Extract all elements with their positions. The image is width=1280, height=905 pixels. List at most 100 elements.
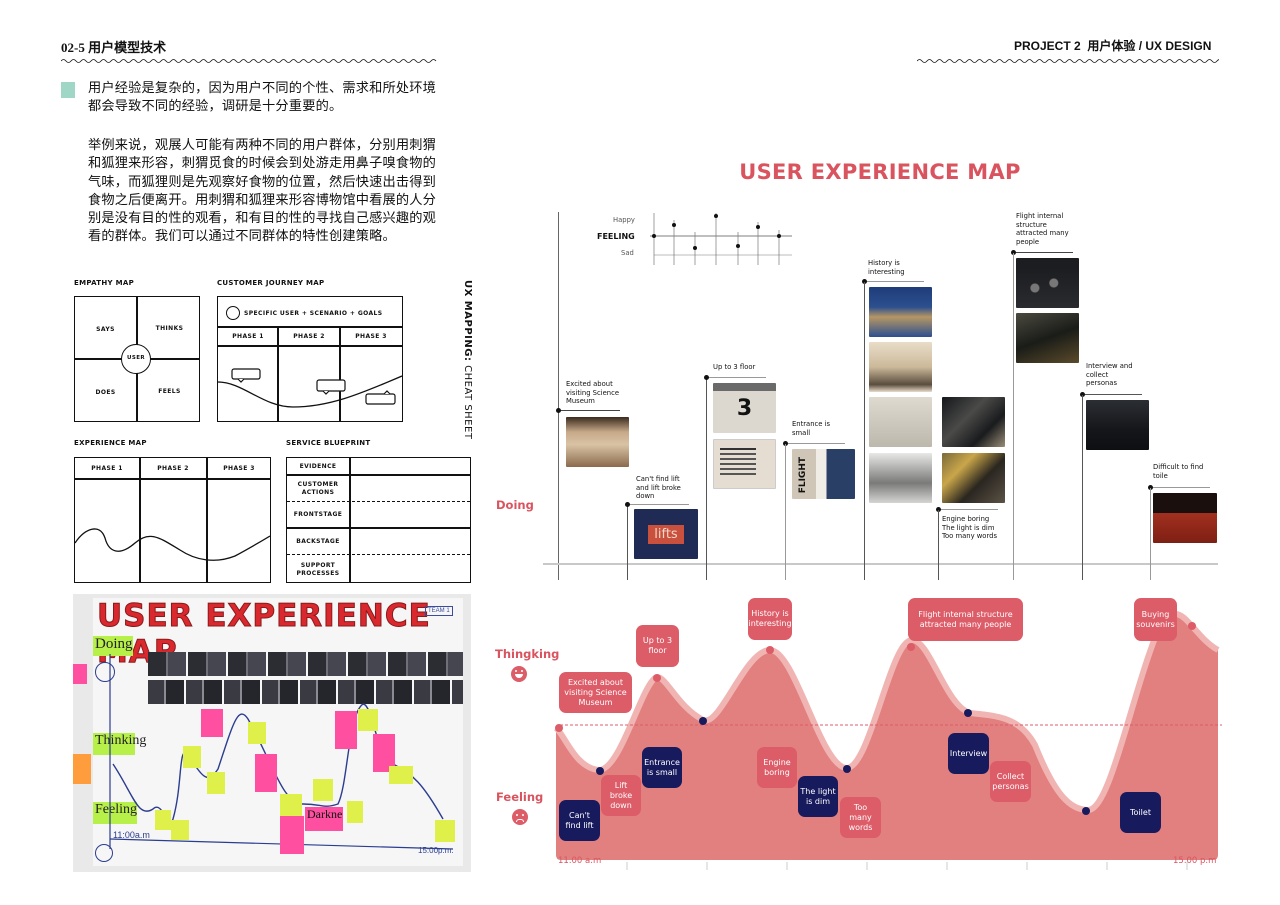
glider-image bbox=[869, 287, 932, 337]
event-dot bbox=[556, 408, 561, 413]
project-label: PROJECT 2 bbox=[1014, 39, 1081, 53]
service-blueprint-label: SERVICE BLUEPRINT bbox=[286, 439, 371, 447]
event-dot bbox=[704, 375, 709, 380]
wavy-divider-left bbox=[61, 59, 437, 63]
photo-happy-face-icon bbox=[95, 662, 115, 682]
event-marker-line bbox=[864, 281, 924, 282]
photo-sticky bbox=[280, 816, 304, 854]
event-text-engine: Engine boring The light is dim Too many … bbox=[942, 515, 997, 541]
legend-sad: Sad bbox=[621, 249, 634, 257]
ux-map-title: USER EXPERIENCE MAP bbox=[739, 160, 1021, 184]
photo-doing-note: Doing bbox=[93, 636, 133, 656]
cockpit-image-2 bbox=[1016, 313, 1079, 363]
photo-thumbnails-row-2 bbox=[148, 680, 463, 704]
cjm-curve bbox=[218, 368, 402, 408]
event-dot bbox=[1011, 250, 1016, 255]
bubble-interview: Interview bbox=[948, 733, 989, 774]
bubble-collect-personas: Collect personas bbox=[990, 761, 1031, 802]
cjm-phase-1: PHASE 1 bbox=[232, 333, 264, 340]
photo-sticky bbox=[201, 709, 223, 737]
bubble-excited: Excited about visiting Science Museum bbox=[559, 672, 632, 713]
intro-paragraph-2: 举例来说，观展人可能有两种不同的用户群体，分别用刺猬和狐狸来形容，刺猬觅食的时候… bbox=[88, 138, 437, 245]
experience-map: PHASE 1 PHASE 2 PHASE 3 bbox=[74, 457, 271, 583]
photo-sticky bbox=[280, 794, 302, 816]
em-phase-3: PHASE 3 bbox=[223, 465, 255, 472]
photo-sticky bbox=[183, 746, 201, 768]
em-phase-1: PHASE 1 bbox=[91, 465, 123, 472]
bubble-engine-boring: Engine boring bbox=[757, 747, 797, 788]
photo-sad-face-icon bbox=[95, 844, 113, 862]
sb-backstage: BACKSTAGE bbox=[296, 538, 340, 545]
event-stem bbox=[938, 510, 940, 580]
event-marker-line bbox=[1150, 487, 1210, 488]
biplane-photo-image bbox=[869, 453, 932, 503]
empathy-user: USER bbox=[126, 355, 146, 361]
wavy-divider-right bbox=[917, 59, 1219, 63]
photo-sticky bbox=[248, 722, 266, 744]
photo-sticky bbox=[335, 711, 357, 749]
cjm-header: SPECIFIC USER + SCENARIO + GOALS bbox=[244, 310, 383, 317]
event-text-up3: Up to 3 floor bbox=[713, 363, 756, 371]
event-stem bbox=[627, 505, 629, 580]
em-curve bbox=[75, 528, 270, 561]
bubble-flight: Flight internal structure attracted many… bbox=[908, 598, 1023, 641]
empathy-thinks: THINKS bbox=[155, 325, 184, 332]
photo-orange-note bbox=[73, 754, 91, 784]
photo-sticky bbox=[389, 766, 413, 784]
feeling-legend-chart bbox=[650, 213, 792, 265]
bubble-history: History is interesting bbox=[748, 598, 792, 640]
photo-start-time: 11:00a.m bbox=[113, 830, 150, 840]
empathy-map-label: EMPATHY MAP bbox=[74, 279, 135, 287]
service-blueprint: EVIDENCE CUSTOMER ACTIONS FRONTSTAGE BAC… bbox=[286, 457, 471, 583]
event-dot bbox=[783, 441, 788, 446]
bubble-up-3-floor: Up to 3 floor bbox=[636, 625, 679, 667]
photo-sticky bbox=[358, 709, 378, 731]
event-stem bbox=[785, 444, 787, 580]
photo-sticky bbox=[347, 801, 363, 823]
bubble-light-dim: The light is dim bbox=[798, 776, 838, 817]
museum-building-image bbox=[566, 417, 629, 467]
event-marker-line bbox=[1082, 394, 1142, 395]
event-text-interview: Interview and collect personas bbox=[1086, 362, 1133, 388]
whiteboard-photo: USER EXPERIENCE MAP TEAM 1 Doing Thinkin… bbox=[73, 594, 471, 872]
photo-pink-note bbox=[73, 664, 87, 684]
event-stem bbox=[1013, 253, 1015, 580]
intro-paragraph-1: 用户经验是复杂的，因为用户不同的个性、需求和所处环境都会导致不同的经验，调研是十… bbox=[88, 81, 437, 115]
empathy-feels: FEELS bbox=[158, 388, 181, 395]
floor-3-sign-image: 3 bbox=[713, 383, 776, 433]
happy-face-icon bbox=[511, 666, 527, 682]
photo-feeling-note: Feeling bbox=[93, 802, 137, 824]
photo-sticky bbox=[373, 734, 395, 772]
bubble-souvenirs: Buying souvenirs bbox=[1134, 598, 1177, 641]
bubble-toilet: Toilet bbox=[1120, 792, 1161, 833]
directory-sign-image bbox=[713, 439, 776, 489]
bubble-cant-find-lift: Can't find lift bbox=[559, 800, 600, 841]
em-phase-2: PHASE 2 bbox=[157, 465, 189, 472]
section-title: 02-5 用户模型技术 bbox=[61, 40, 167, 55]
project-title-en: / UX DESIGN bbox=[1138, 39, 1212, 53]
legend-happy: Happy bbox=[613, 216, 635, 224]
time-start-label: 11.00 a.m bbox=[558, 856, 602, 866]
photo-team-tag: TEAM 1 bbox=[425, 606, 453, 616]
project-header: PROJECT 2 用户体验 / UX DESIGN bbox=[1014, 37, 1211, 54]
project-title-cn: 用户体验 bbox=[1087, 39, 1136, 53]
cockpit-image-1 bbox=[1016, 258, 1079, 308]
event-text-entrance: Entrance is small bbox=[792, 420, 831, 437]
engine-image-2 bbox=[942, 453, 1005, 503]
winged-man-photo-image bbox=[869, 342, 932, 392]
lifts-sign-image: lifts bbox=[634, 509, 698, 559]
event-stem bbox=[1150, 488, 1151, 580]
customer-journey-map-label: CUSTOMER JOURNEY MAP bbox=[217, 279, 325, 287]
event-dot bbox=[862, 279, 867, 284]
event-stem bbox=[864, 282, 866, 580]
empathy-does: DOES bbox=[95, 389, 116, 396]
event-dot bbox=[625, 502, 630, 507]
cjm-phase-3: PHASE 3 bbox=[355, 333, 387, 340]
photo-sticky bbox=[171, 820, 189, 840]
event-dot bbox=[1148, 485, 1153, 490]
photo-sticky bbox=[435, 820, 455, 842]
event-marker-line bbox=[627, 504, 689, 505]
bubble-entrance-small: Entrance is small bbox=[642, 747, 682, 788]
accent-square bbox=[61, 82, 75, 98]
event-stem bbox=[1082, 395, 1084, 580]
